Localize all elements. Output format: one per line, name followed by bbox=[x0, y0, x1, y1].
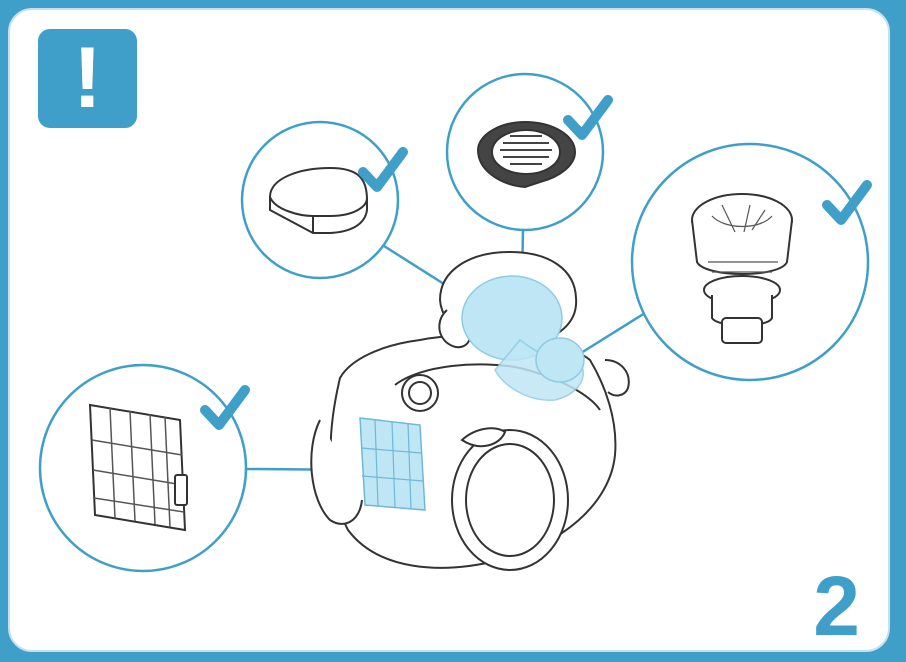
exhaust-filter-icon bbox=[90, 405, 187, 530]
exclamation-icon: ! bbox=[38, 29, 137, 128]
vacuum-cleaner-illustration bbox=[311, 252, 628, 570]
step-number: 2 bbox=[813, 564, 860, 648]
alert-badge: ! bbox=[38, 29, 137, 128]
